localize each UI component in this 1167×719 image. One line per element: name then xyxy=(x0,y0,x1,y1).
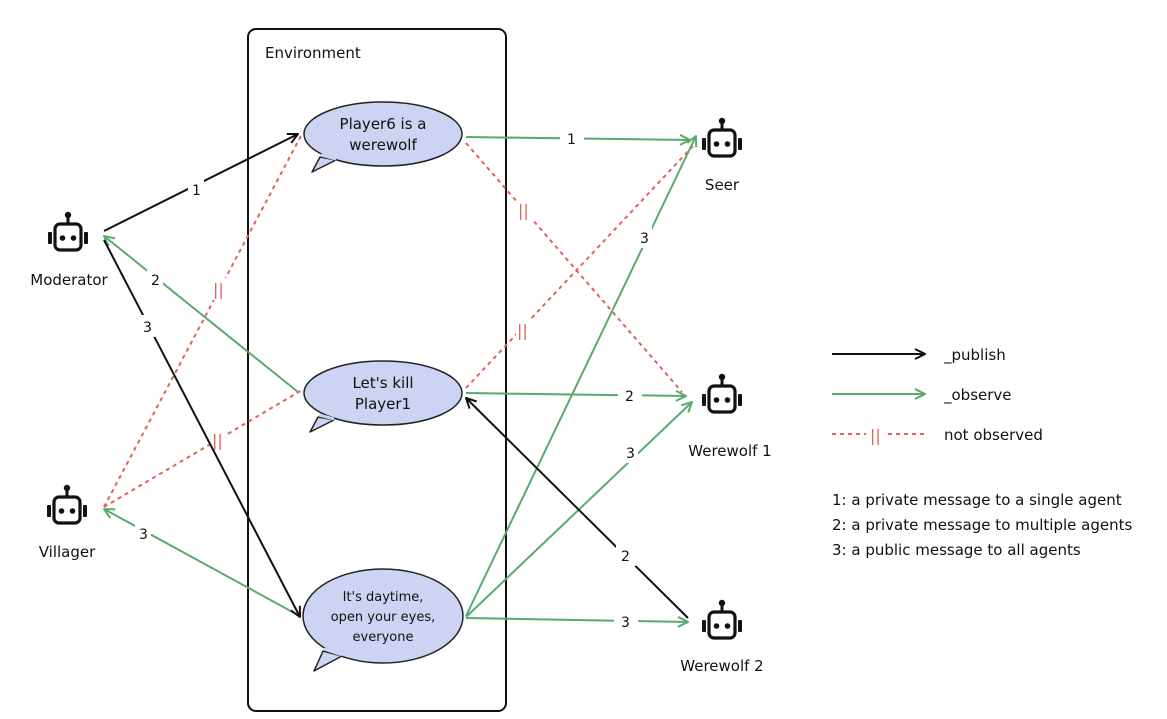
agent-label-werewolf-1: Werewolf 1 xyxy=(688,442,771,460)
robot-icon xyxy=(46,210,90,252)
not-observed-mark: || xyxy=(212,431,223,450)
robot-icon xyxy=(45,483,89,525)
not-observed-mark: || xyxy=(517,321,528,340)
edge-m3-to-villager xyxy=(104,509,299,616)
agent-label-seer: Seer xyxy=(705,176,740,194)
edge-m3-to-seer xyxy=(465,136,696,617)
edge-label: 3 xyxy=(143,320,152,336)
edge-m1-ww1-not-observed xyxy=(465,142,683,393)
edge-label: 2 xyxy=(151,273,160,289)
message-bubble-3: It's daytime, open your eyes, everyone xyxy=(302,568,464,672)
not-observed-edges xyxy=(103,133,694,508)
message-3-line-3: everyone xyxy=(353,630,414,645)
agent-moderator: Moderator xyxy=(30,210,109,289)
edge-ww2-to-m2 xyxy=(466,398,689,619)
edge-label: 2 xyxy=(625,389,634,405)
agent-label-villager: Villager xyxy=(39,543,96,561)
edge-label: 3 xyxy=(640,231,649,247)
edge-m3-to-ww2 xyxy=(465,618,688,622)
message-3-line-2: open your eyes, xyxy=(331,610,436,625)
edge-label: 2 xyxy=(621,549,630,565)
edge-villager-m2-not-observed xyxy=(103,389,303,508)
edge-moderator-m1-not-observed xyxy=(103,133,303,508)
edge-label: 3 xyxy=(139,527,148,543)
robot-icon xyxy=(700,598,744,640)
agent-werewolf-1: Werewolf 1 xyxy=(688,372,772,460)
legend-note-3: 3: a public message to all agents xyxy=(832,541,1081,559)
edge-label: 3 xyxy=(621,615,630,631)
message-bubble-2: Let's kill Player1 xyxy=(303,360,463,433)
agent-werewolf-2: Werewolf 2 xyxy=(680,598,764,675)
legend: _publish _observe || not observed 1: a p… xyxy=(832,346,1132,559)
edge-label: 3 xyxy=(626,446,635,462)
robot-icon xyxy=(700,116,744,158)
robot-icon xyxy=(700,372,744,414)
not-observed-mark: || xyxy=(518,201,529,220)
not-observed-markers: || || || || xyxy=(211,199,533,451)
agent-label-moderator: Moderator xyxy=(30,271,108,289)
edge-m2-to-moderator xyxy=(104,236,299,393)
not-observed-mark: || xyxy=(213,280,224,299)
edge-label: 1 xyxy=(192,183,201,199)
legend-publish-label: _publish xyxy=(943,346,1006,365)
edge-m2-to-ww1 xyxy=(465,393,686,396)
legend-note-1: 1: a private message to a single agent xyxy=(832,491,1122,509)
edge-moderator-to-m3 xyxy=(103,239,300,617)
message-1-line-2: werewolf xyxy=(349,136,417,154)
edge-label: 1 xyxy=(567,132,576,148)
agent-seer: Seer xyxy=(700,116,744,194)
environment-title: Environment xyxy=(265,44,361,62)
legend-not-observed-mark: || xyxy=(870,426,881,445)
edge-labels: 1 2 3 3 1 3 2 3 2 3 xyxy=(135,127,652,632)
legend-observe-label: _observe xyxy=(943,386,1012,405)
message-bubble-1: Player6 is a werewolf xyxy=(303,101,463,173)
legend-note-2: 2: a private message to multiple agents xyxy=(832,516,1132,534)
legend-not-observed-label: not observed xyxy=(944,426,1043,444)
message-2-line-2: Player1 xyxy=(355,395,411,413)
environment-box: Environment xyxy=(247,28,507,712)
agent-label-werewolf-2: Werewolf 2 xyxy=(680,657,763,675)
message-3-line-1: It's daytime, xyxy=(343,590,424,605)
agent-villager: Villager xyxy=(39,483,96,561)
message-2-line-1: Let's kill xyxy=(352,374,413,392)
message-1-line-1: Player6 is a xyxy=(340,115,427,133)
